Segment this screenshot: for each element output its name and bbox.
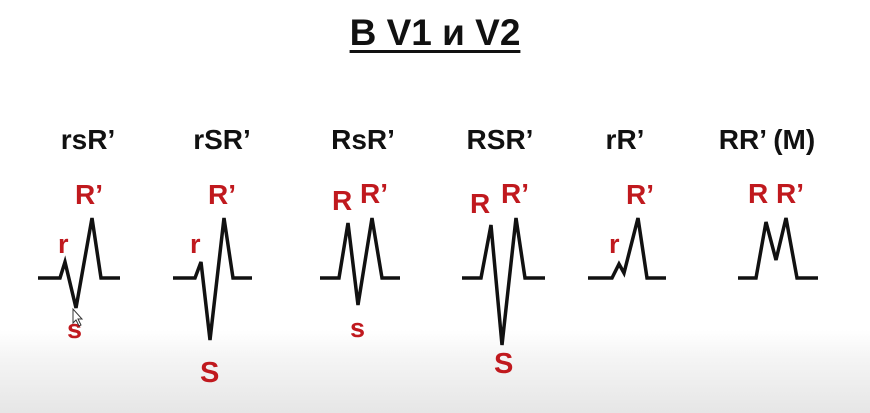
- wave-label-R-prime: R’: [208, 179, 236, 210]
- wave-label-S: S: [494, 348, 513, 380]
- ecg-trace-rsR: [38, 217, 120, 309]
- pattern-label-rSR: rSR’: [193, 124, 251, 155]
- wave-label-r: r: [190, 229, 201, 259]
- pattern-label-RSR: RSR’: [466, 124, 534, 155]
- ecg-trace-RsR: [320, 217, 400, 306]
- wave-label-R-prime: R’: [75, 179, 103, 210]
- wave-label-s: s: [350, 313, 365, 343]
- pattern-label-RsR: RsR’: [331, 124, 395, 155]
- pattern-label-RR-M: RR’ (M): [718, 124, 816, 155]
- qrs-complex-RR-M: R R’: [738, 178, 818, 280]
- pattern-label-rR: rR’: [605, 124, 645, 155]
- wave-label-R: R: [332, 185, 352, 216]
- wave-label-S: S: [200, 357, 219, 389]
- wave-label-R-prime: R’: [776, 178, 804, 209]
- slide-title: В V1 и V2: [349, 12, 521, 53]
- ecg-trace-RR-M: [738, 217, 818, 280]
- mouse-cursor-icon: [72, 307, 84, 327]
- qrs-complex-RsR: R R’ s: [320, 178, 400, 343]
- pattern-label-rsR: rsR’: [60, 124, 116, 155]
- wave-label-R-prime: R’: [360, 178, 388, 209]
- wave-label-R-prime: R’: [501, 178, 529, 209]
- wave-label-R-prime: R’: [626, 179, 654, 210]
- wave-label-r: r: [58, 229, 69, 259]
- qrs-complex-rsR: r R’ s: [38, 179, 120, 344]
- ecg-trace-RSR: [462, 217, 545, 346]
- wave-label-R: R: [748, 178, 768, 209]
- wave-label-r: r: [609, 229, 620, 259]
- qrs-complex-rR: r R’: [588, 179, 666, 280]
- ecg-trace-rSR: [173, 217, 252, 341]
- ecg-trace-rR: [588, 217, 666, 280]
- qrs-complex-RSR: R R’ S: [462, 178, 545, 380]
- wave-label-R: R: [470, 188, 490, 219]
- qrs-complex-rSR: r R’ S: [173, 179, 252, 389]
